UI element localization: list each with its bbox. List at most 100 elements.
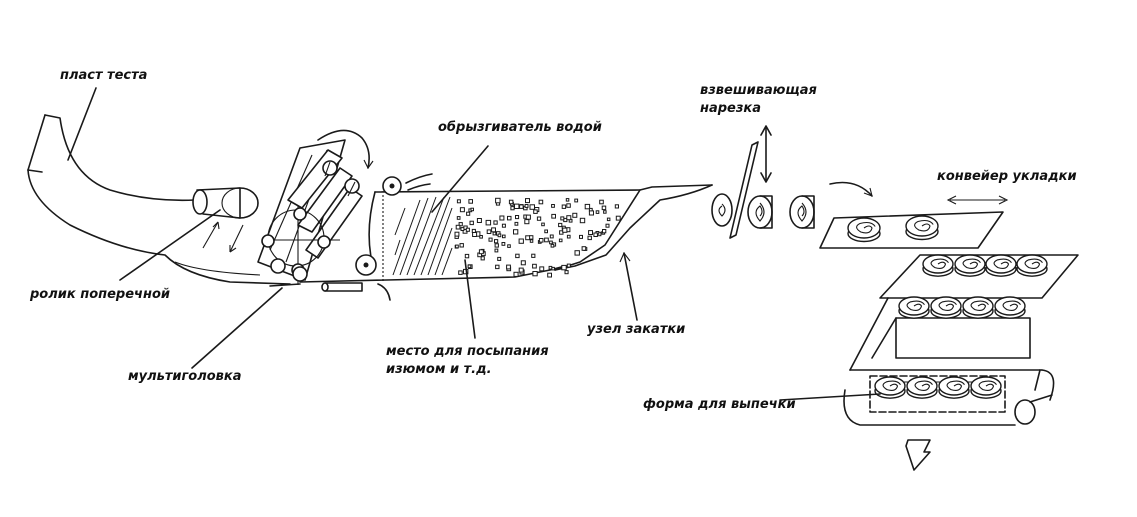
label-rolling-unit: узел закатки: [587, 322, 685, 337]
sprinkle-particle: [548, 265, 553, 270]
sprinkle-particle: [614, 204, 619, 209]
cut-rolls: [747, 181, 873, 229]
sprinkle-particle: [514, 221, 519, 226]
sprinkle-particle: [560, 216, 565, 221]
sprinkle-particle: [468, 199, 473, 204]
sprinkle-particle: [485, 219, 492, 226]
sprinkle-particle: [549, 234, 554, 239]
sprinkle-particle: [603, 210, 607, 214]
sprinkle-particle: [550, 243, 555, 248]
sprinkle-particle: [494, 248, 499, 253]
sprinkle-particle: [492, 231, 497, 236]
sprinkle-particle: [495, 264, 500, 270]
sprinkle-particle: [515, 215, 520, 220]
sprinkle-particle: [472, 232, 478, 237]
sprinkle-particle: [466, 211, 471, 216]
sprinkle-particle: [532, 271, 538, 277]
sprinkle-particle: [525, 198, 530, 204]
sprinkle-particle: [518, 238, 524, 244]
roll: [962, 296, 994, 319]
sprinkle-particle: [495, 197, 501, 204]
sprinkle-particle: [488, 237, 493, 242]
water-spray-zone: [392, 196, 453, 276]
label-sprinkle-place-2: изюмом и т.д.: [386, 362, 492, 377]
label-multihead: мультиголовка: [128, 369, 241, 384]
sprinkle-particle: [551, 213, 556, 219]
sprinkle-particle: [514, 203, 520, 210]
sprinkle-particle: [529, 204, 535, 210]
sprinkle-particle: [458, 270, 463, 275]
sprinkle-particle: [455, 244, 459, 249]
roll: [847, 217, 881, 243]
sprinkle-particle: [551, 204, 555, 208]
sprinkle-particle: [491, 227, 497, 233]
rolling-unit: [711, 193, 733, 227]
sprinkle-particle: [574, 198, 579, 203]
sprinkle-particle: [549, 240, 553, 245]
sprinkle-particle: [513, 271, 519, 277]
label-dough-sheet: пласт теста: [60, 68, 147, 83]
sprinkle-particle: [606, 217, 611, 222]
sprinkle-particle: [502, 234, 506, 239]
sprinkle-particle: [615, 215, 621, 221]
sprinkle-particle: [456, 216, 461, 220]
sprinkle-particle: [470, 207, 474, 212]
weighing-cutter: [729, 125, 772, 239]
sprinkle-particle: [566, 215, 572, 221]
sprinkle-particle: [507, 215, 512, 221]
sprinkle-particle: [497, 256, 502, 261]
sprinkle-particle: [539, 266, 545, 272]
roll: [985, 254, 1017, 277]
sprinkle-particle: [558, 222, 563, 228]
sprinkle-particle: [519, 204, 524, 209]
leader-lines: [67, 87, 881, 401]
label-sprinkle-place-1: место для посыпания: [386, 344, 549, 359]
sprinkle-particle: [558, 238, 563, 243]
sprinkle-particle: [501, 242, 506, 246]
main-conveyor: [269, 173, 713, 301]
sprinkle-particle: [499, 215, 505, 221]
sprinkle-particle: [551, 266, 555, 271]
sprinkle-particle: [538, 238, 544, 243]
sprinkle-particle: [536, 216, 542, 221]
sprinkle-particle: [587, 235, 592, 241]
sprinkle-particle: [595, 210, 600, 214]
sprinkle-particle: [605, 223, 610, 228]
sprinkle-particle: [510, 206, 515, 211]
sprinkle-particle: [497, 233, 502, 238]
sprinkle-particle: [599, 199, 604, 205]
sprinkle-particle: [464, 253, 470, 259]
sprinkle-particle: [544, 229, 548, 234]
sprinkle-particle: [562, 227, 568, 233]
sprinkle-particle: [574, 250, 580, 256]
sprinkle-particle: [524, 219, 530, 225]
sprinkle-particle: [529, 239, 534, 243]
sprinkle-particle: [593, 232, 598, 237]
sprinkle-particle: [478, 249, 484, 255]
sprinkle-particle: [493, 220, 498, 225]
cross-roller: [192, 187, 259, 253]
sprinkle-particle: [579, 217, 586, 224]
roll: [970, 376, 1002, 399]
sprinkle-particle: [561, 204, 567, 209]
sprinkle-particle: [479, 235, 483, 239]
label-laying-conveyor: конвейер укладки: [937, 169, 1077, 184]
sprinkle-particle: [572, 212, 578, 218]
sprinkle-particle: [506, 264, 511, 270]
sprinkle-particle: [564, 270, 569, 275]
sprinkle-particle: [584, 203, 591, 210]
roll: [1016, 254, 1048, 277]
roll: [994, 296, 1026, 319]
sprinkle-particle: [561, 264, 567, 271]
sprinkle-particle: [458, 222, 463, 227]
sprinkle-particle: [494, 239, 499, 244]
sprinkle-particle: [515, 253, 520, 259]
multihead: [257, 129, 374, 285]
sprinkle-particle: [501, 223, 506, 228]
sprinkle-particle: [532, 263, 537, 269]
sprinkle-particle: [456, 199, 461, 204]
sprinkle-particle: [518, 267, 524, 273]
label-baking-form: форма для выпечки: [643, 397, 796, 412]
roll: [954, 254, 986, 277]
sprinkle-particle: [486, 229, 492, 234]
